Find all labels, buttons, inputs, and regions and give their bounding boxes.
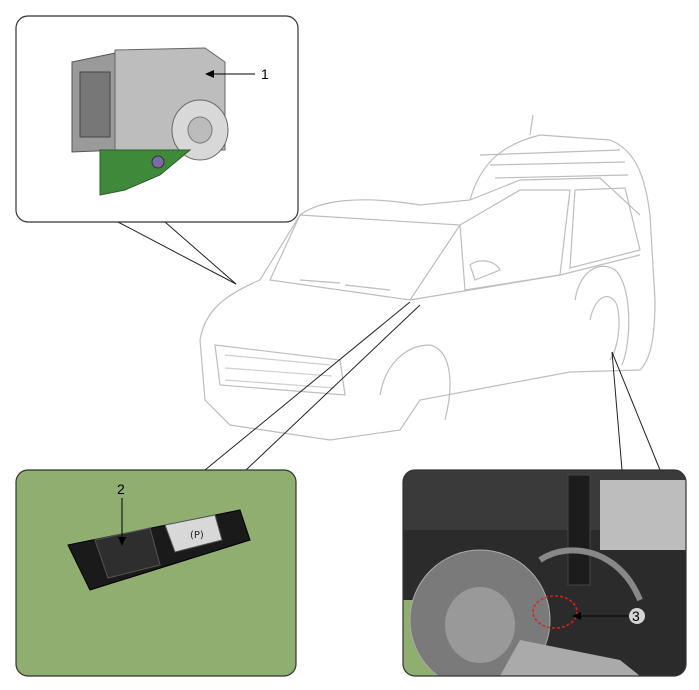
detail-panel-epb-switch: (P) 2 (15, 469, 297, 677)
sensor-highlight-circle (532, 595, 578, 629)
vehicle-outline (199, 114, 656, 441)
callout-1: 1 (261, 66, 269, 82)
abs-module-illustration (71, 47, 229, 196)
epb-switch-illustration: (P) (67, 509, 251, 591)
detail-panel-abs-module: 1 (15, 15, 299, 223)
parking-brake-icon: (P) (190, 530, 204, 541)
callout-3: 3 (632, 608, 640, 624)
detail-panel-wheel-sensor: 3 (402, 469, 687, 677)
callout-2: 2 (117, 481, 125, 497)
leader-lines (117, 221, 661, 471)
